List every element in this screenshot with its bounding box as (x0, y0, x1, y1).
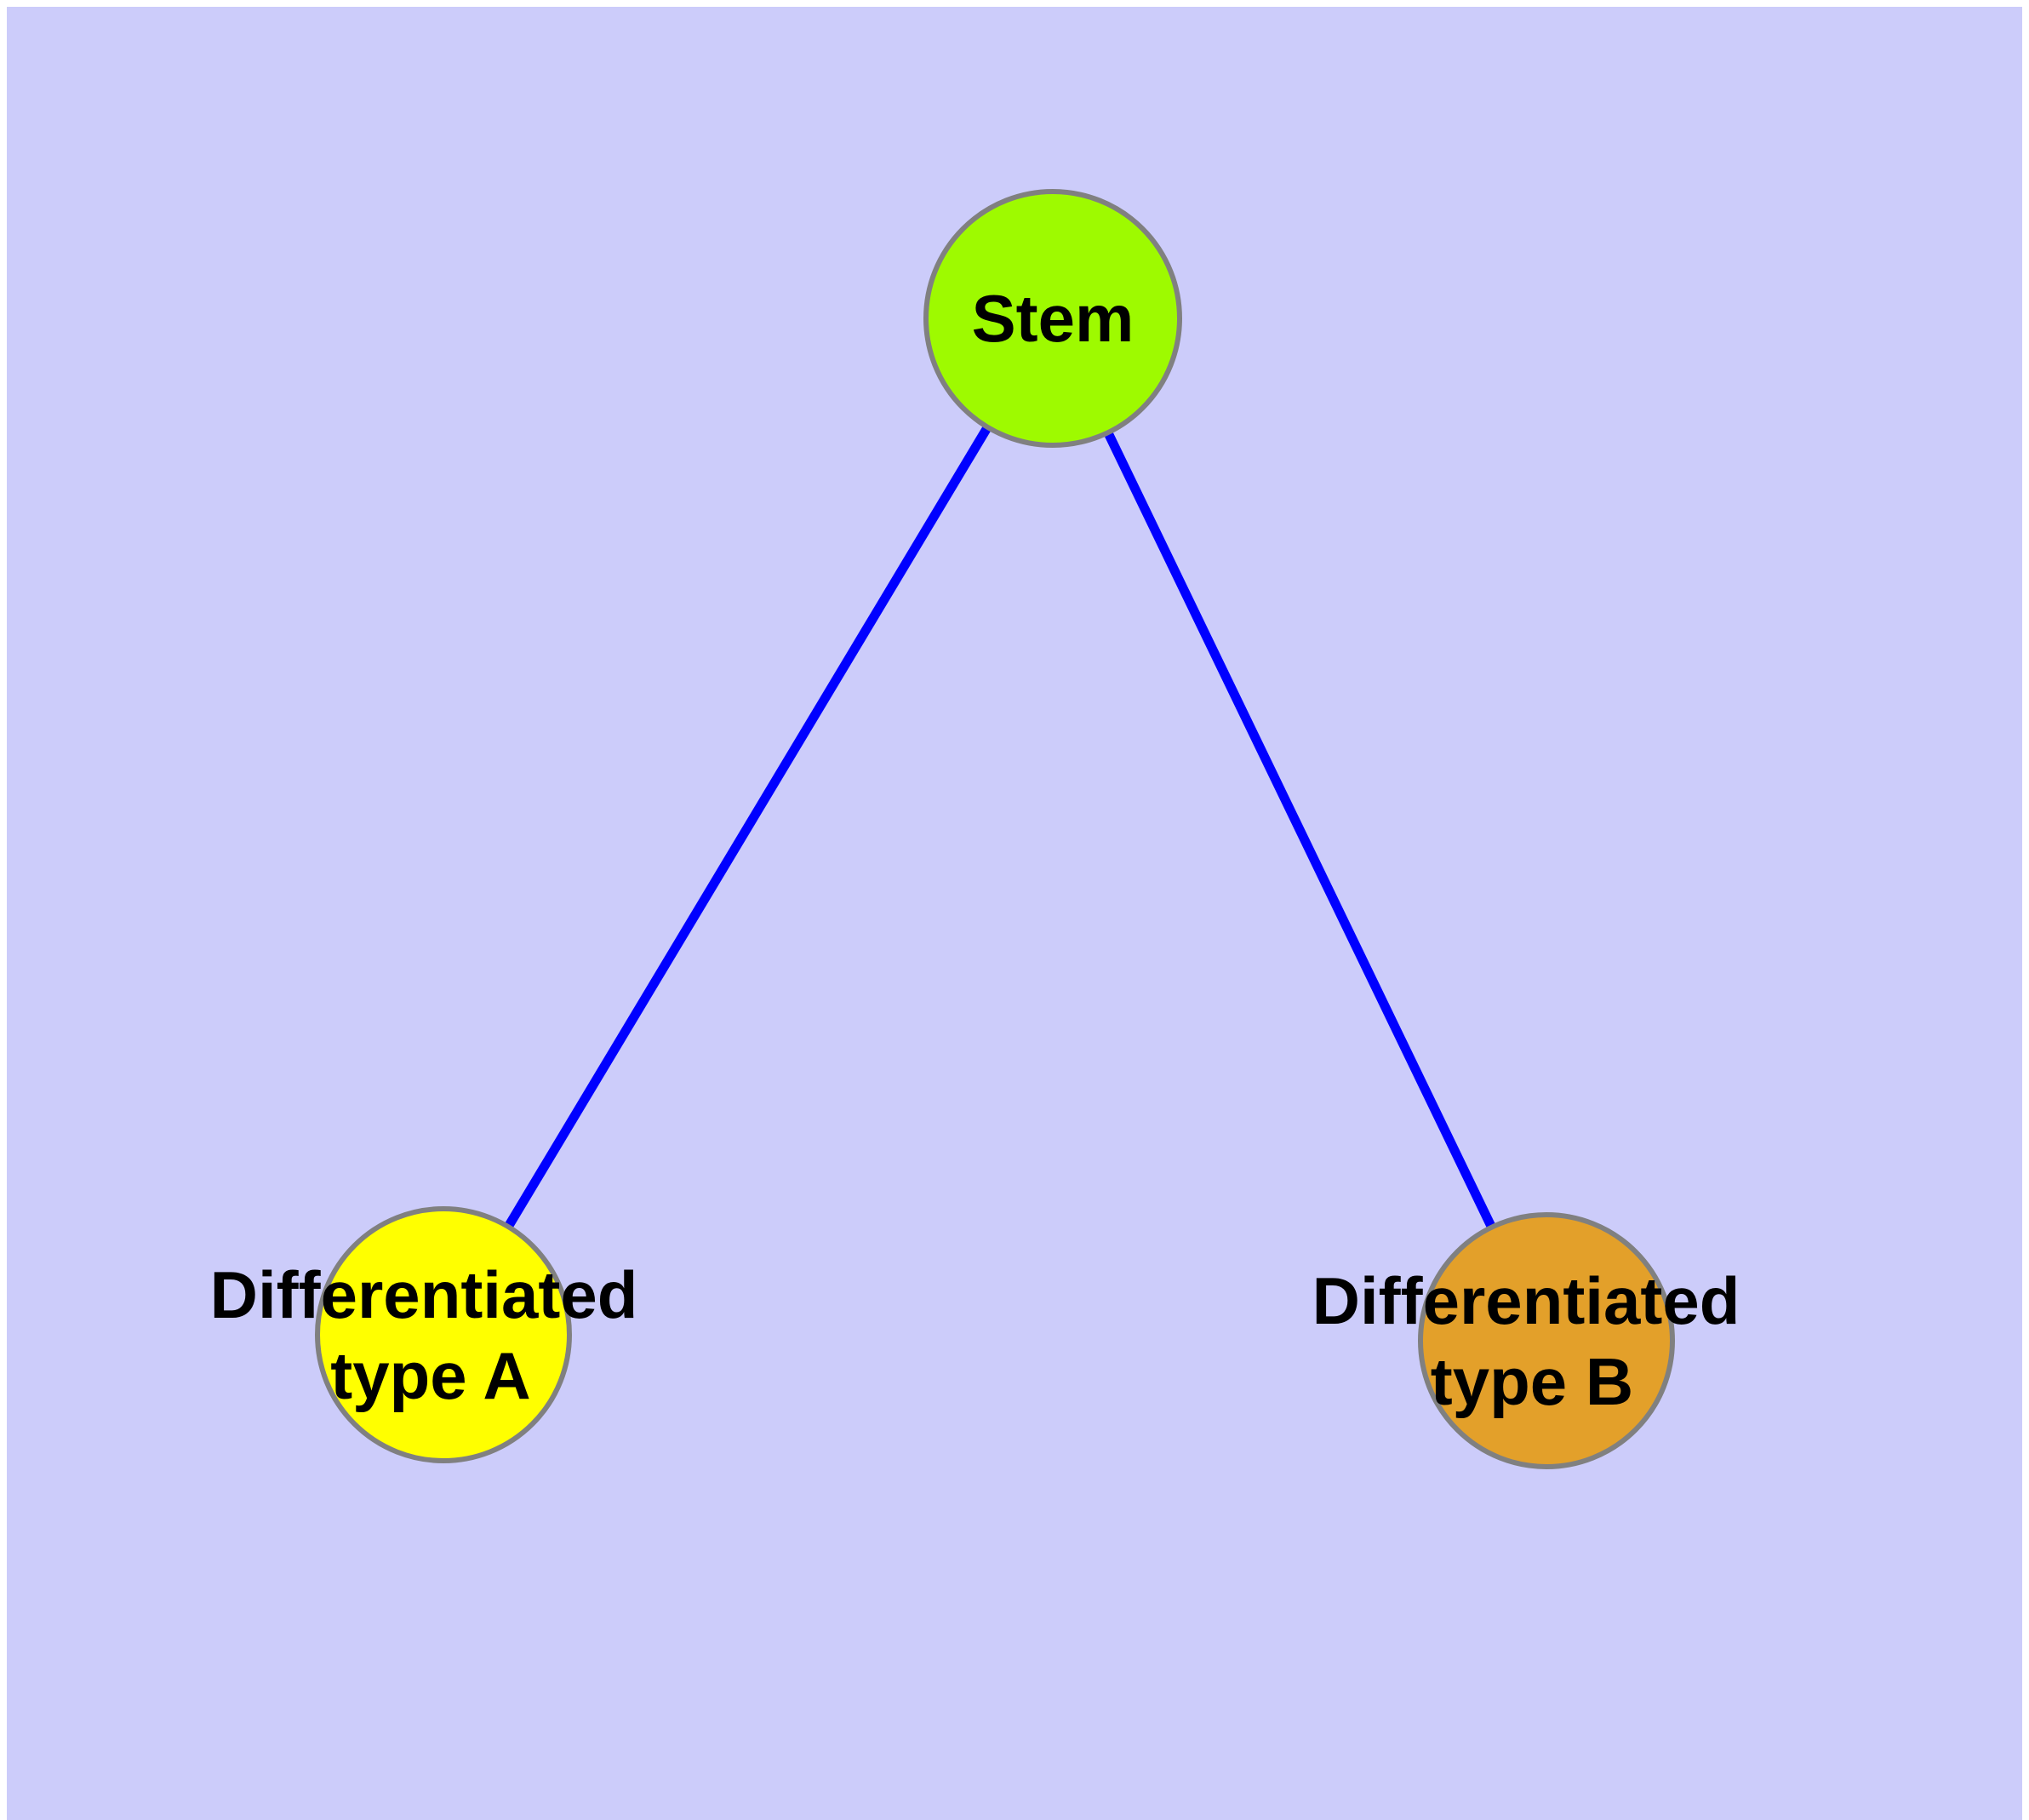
node-differentiated-type-b-label-line2: type B (1431, 1344, 1633, 1419)
edge-stem-to-differentiated-type-a[interactable] (439, 316, 1057, 1337)
edge-stem-to-differentiated-type-b[interactable] (1049, 316, 1551, 1343)
node-differentiated-type-a-label-line1: Differentiated (210, 1257, 638, 1332)
node-differentiated-type-a-label-line2: type A (330, 1338, 531, 1413)
node-stem-label: Stem (972, 281, 1135, 356)
edge-layer (439, 316, 1551, 1343)
node-differentiated-type-b-circle[interactable] (1418, 1212, 1675, 1469)
node-stem-circle[interactable] (923, 189, 1182, 448)
node-differentiated-type-a-circle[interactable] (315, 1206, 572, 1463)
node-differentiated-type-b-label-line1: Differentiated (1312, 1263, 1740, 1338)
node-layer (315, 189, 1675, 1469)
label-layer: Stem Differentiated type A Differentiate… (210, 281, 1740, 1419)
